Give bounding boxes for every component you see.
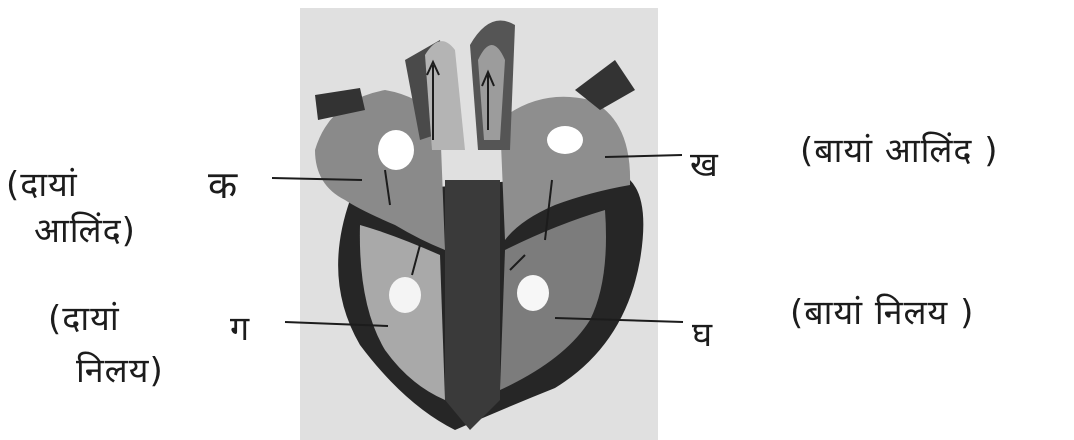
valve-highlight [389, 277, 421, 313]
label-right-atrium-name-line2: आलिंद) [34, 206, 136, 252]
label-left-ventricle-name: (बायां निलय ) [790, 288, 974, 334]
valve-highlight [547, 126, 583, 154]
valve-highlight [517, 275, 549, 311]
label-left-atrium-name: (बायां आलिंद ) [800, 126, 999, 172]
label-left-ventricle-marker: घ [692, 310, 713, 356]
label-right-ventricle-name-line2: निलय) [76, 346, 164, 392]
valve-highlight [378, 130, 414, 170]
septum [445, 180, 500, 430]
label-right-atrium-name-line1: (दायां [6, 160, 78, 206]
label-right-ventricle-name-line1: (दायां [48, 294, 120, 340]
label-left-atrium-marker: ख [690, 140, 719, 186]
label-right-ventricle-marker: ग [230, 304, 250, 350]
label-right-atrium-marker: क [208, 158, 238, 210]
